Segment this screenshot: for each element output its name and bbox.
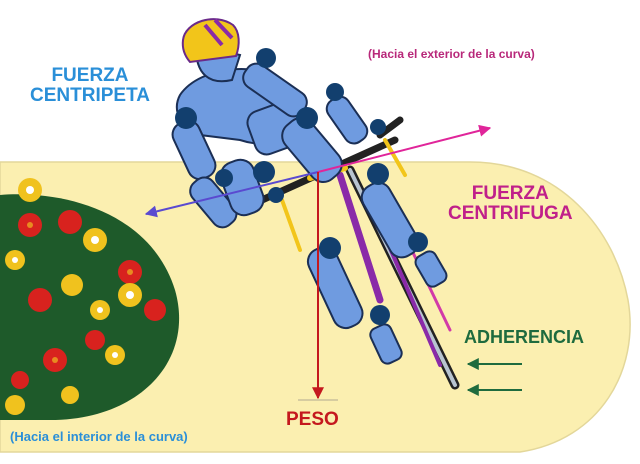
centrifuga-line1: FUERZA bbox=[471, 183, 549, 204]
centripeta-line2: CENTRIPETA bbox=[30, 84, 150, 106]
adherencia-label: ADHERENCIA bbox=[464, 327, 585, 347]
exterior-label: (Hacia el exterior de la curva) bbox=[368, 47, 535, 61]
peso-label: PESO bbox=[286, 409, 339, 430]
centripeta-arrow bbox=[144, 171, 319, 218]
flowerbed bbox=[0, 178, 180, 420]
cyclist-joints bbox=[175, 48, 428, 325]
helmet bbox=[181, 18, 240, 64]
centrifuga-arrow bbox=[317, 124, 492, 173]
centripeta-line1: FUERZA bbox=[51, 65, 129, 86]
centrifuga-line2: CENTRIFUGA bbox=[448, 202, 573, 224]
interior-label: (Hacia el interior de la curva) bbox=[10, 429, 188, 444]
road-curve bbox=[0, 161, 631, 453]
fuerza-centripeta-label: FUERZA CENTRIPETA bbox=[30, 66, 150, 106]
fuerza-centrifuga-label: FUERZA CENTRIFUGA bbox=[448, 184, 573, 224]
